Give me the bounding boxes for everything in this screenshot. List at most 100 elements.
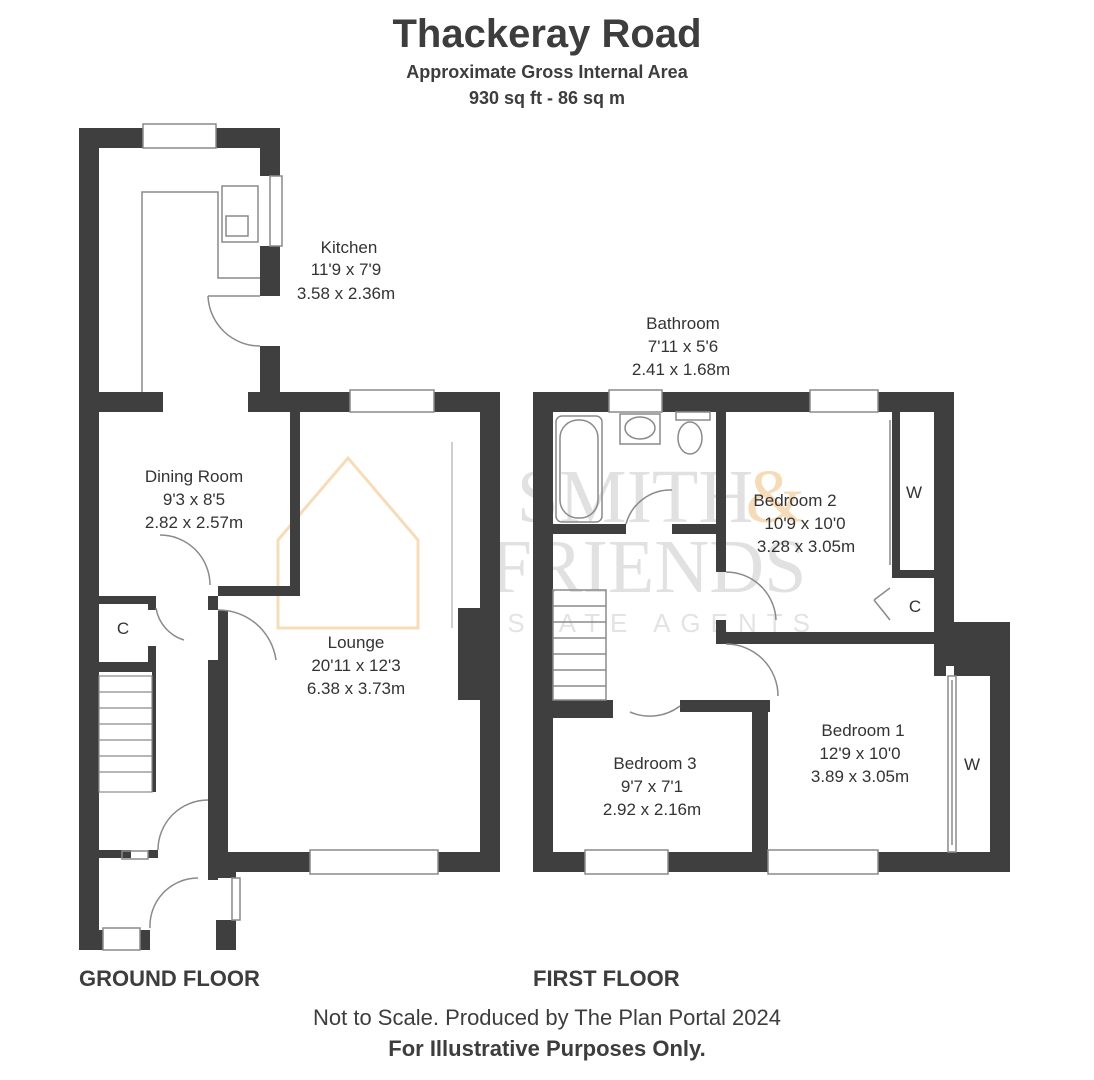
window: [102, 927, 141, 951]
footer-disclaimer: Not to Scale. Produced by The Plan Porta…: [313, 1005, 781, 1030]
sink-basin: [225, 215, 249, 237]
window: [584, 849, 669, 875]
bath-basin: [559, 419, 599, 519]
window: [231, 877, 241, 921]
washbasin-icon: [619, 413, 661, 445]
wall: [716, 412, 726, 572]
room-metric: 3.28 x 3.05m: [757, 537, 855, 556]
room-label-bedroom1: Bedroom 1 12'9 x 10'0 3.89 x 3.05m: [811, 721, 909, 786]
ground-floor-label: GROUND FLOOR: [79, 966, 260, 991]
room-label-bedroom2: Bedroom 2 10'9 x 10'0 3.28 x 3.05m: [753, 491, 855, 556]
wall: [480, 392, 500, 872]
wall: [533, 852, 585, 872]
watermark-ampersand: &: [745, 455, 804, 539]
wall: [148, 596, 156, 610]
wall: [553, 524, 626, 534]
wall: [79, 128, 99, 950]
stairs-icon: [98, 675, 153, 793]
kitchen-worktop: [141, 191, 260, 392]
room-name: Dining Room: [145, 467, 243, 486]
ground-floor-walls: [79, 128, 500, 950]
window: [121, 850, 149, 860]
wall: [99, 662, 156, 672]
wall: [892, 412, 900, 576]
window: [269, 175, 283, 247]
wall: [79, 850, 131, 858]
room-label-dining: Dining Room 9'3 x 8'5 2.82 x 2.57m: [145, 467, 243, 532]
window: [349, 389, 435, 413]
wall: [218, 586, 300, 596]
wall: [438, 852, 500, 872]
door-swing: [159, 534, 211, 586]
wall: [553, 700, 613, 718]
window: [608, 389, 663, 413]
wall: [668, 852, 768, 872]
window: [809, 389, 879, 413]
wall: [990, 622, 1010, 872]
room-label-lounge: Lounge 20'11 x 12'3 6.38 x 3.73m: [307, 633, 405, 698]
door-swing: [155, 607, 185, 641]
room-name: Lounge: [328, 633, 385, 652]
wall: [208, 596, 218, 610]
wall: [680, 700, 770, 712]
wall: [218, 852, 310, 872]
wall: [79, 128, 143, 148]
wall: [764, 700, 768, 852]
wall: [290, 412, 300, 596]
plan-subtitle: Approximate Gross Internal Area: [406, 62, 688, 82]
bath-icon: [555, 415, 603, 523]
wall: [878, 852, 1010, 872]
wall: [140, 930, 150, 950]
wall: [148, 850, 158, 858]
room-imperial: 9'3 x 8'5: [163, 490, 225, 509]
door-swing: [629, 705, 681, 717]
stairs-icon: [552, 589, 607, 701]
wardrobe-marker: W: [906, 483, 922, 502]
room-name: Bedroom 2: [753, 491, 836, 510]
room-label-kitchen: Kitchen 11'9 x 7'9 3.58 x 2.36m: [297, 238, 395, 303]
wall: [934, 392, 954, 636]
cupboard-marker: C: [909, 597, 921, 616]
wall: [716, 620, 726, 644]
door-swing: [217, 609, 277, 661]
room-name: Bedroom 3: [613, 754, 696, 773]
room-imperial: 11'9 x 7'9: [311, 260, 381, 279]
wall: [208, 850, 218, 880]
window: [947, 675, 957, 853]
room-metric: 2.82 x 2.57m: [145, 513, 243, 532]
wall: [662, 392, 810, 412]
wall: [716, 632, 940, 644]
door-swing: [157, 799, 209, 851]
room-metric: 3.89 x 3.05m: [811, 767, 909, 786]
wall: [672, 524, 726, 534]
room-name: Bathroom: [646, 314, 720, 333]
room-imperial: 10'9 x 10'0: [764, 514, 845, 533]
wall: [99, 596, 151, 604]
washbasin-bowl: [624, 416, 656, 440]
wall: [79, 930, 103, 950]
wall: [248, 392, 350, 412]
wall: [152, 672, 156, 792]
watermark-house-icon: [276, 455, 420, 630]
wall: [260, 128, 280, 176]
wall: [533, 392, 609, 412]
door-swing: [149, 877, 199, 929]
wall: [148, 646, 156, 670]
room-name: Kitchen: [321, 238, 378, 257]
door-swing: [625, 489, 673, 525]
room-metric: 2.92 x 2.16m: [603, 800, 701, 819]
cupboard-marker: C: [117, 619, 129, 638]
sink-icon: [221, 185, 259, 243]
window: [767, 849, 879, 875]
wall: [533, 392, 553, 872]
first-floor-label: FIRST FLOOR: [533, 966, 680, 991]
door-swing: [725, 643, 779, 697]
wardrobe-marker: W: [964, 755, 980, 774]
ground-stairs: [98, 675, 153, 793]
room-metric: 2.41 x 1.68m: [632, 360, 730, 379]
room-imperial: 9'7 x 7'1: [621, 777, 683, 796]
ground-floor-fixtures: [102, 123, 439, 951]
wall: [218, 610, 228, 872]
first-floor-fixtures: [552, 389, 957, 875]
window: [309, 849, 439, 875]
